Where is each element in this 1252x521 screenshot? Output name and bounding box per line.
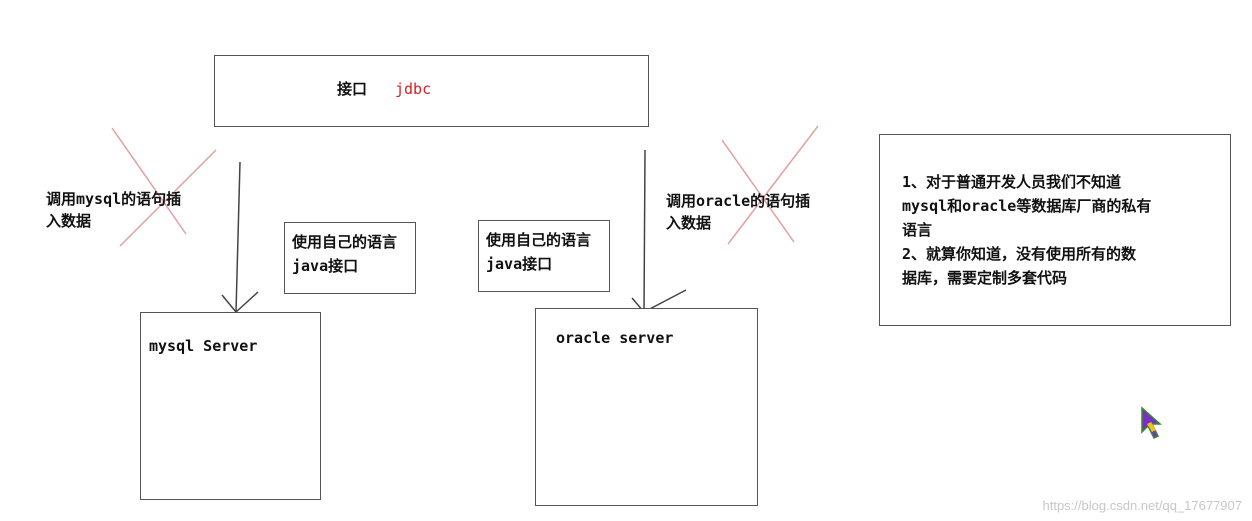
note-line-1: 1、对于普通开发人员我们不知道 — [902, 173, 1122, 191]
left-cross-line-1 — [111, 127, 187, 235]
right-cross-line-2 — [727, 125, 819, 245]
right-java-box: 使用自己的语言 java接口 — [478, 220, 610, 292]
left-cross-line-2 — [119, 149, 217, 247]
interface-label: 接口 — [337, 80, 368, 98]
left-arrow-shaft — [235, 161, 241, 313]
note-line-2: mysql和oracle等数据库厂商的私有 — [902, 197, 1152, 215]
watermark: https://blog.csdn.net/qq_17677907 — [1042, 498, 1243, 513]
right-call-text: 调用oracle的语句插 入数据 — [666, 190, 810, 234]
mysql-server-label: mysql Server — [149, 337, 258, 355]
left-call-line-2: 入数据 — [46, 212, 92, 230]
interface-accent: jdbc — [395, 80, 432, 98]
interface-box: 接口 jdbc — [214, 55, 649, 127]
oracle-server-label: oracle server — [556, 329, 674, 347]
right-cross-line-1 — [721, 139, 795, 243]
oracle-server-box: oracle server — [535, 308, 758, 506]
left-call-line-1: 调用mysql的语句插 — [46, 190, 182, 208]
right-java-line-1: 使用自己的语言 — [486, 231, 592, 249]
right-arrow-shaft — [643, 149, 646, 313]
note-line-4: 2、就算你知道，没有使用所有的数 — [902, 245, 1137, 263]
left-arrow-head-2 — [235, 291, 259, 313]
right-call-line-1: 调用oracle的语句插 — [666, 192, 811, 210]
mysql-server-box: mysql Server — [140, 312, 321, 500]
right-java-line-2: java接口 — [486, 255, 553, 273]
notes-box: 1、对于普通开发人员我们不知道 mysql和oracle等数据库厂商的私有 语言… — [879, 134, 1231, 326]
note-line-3: 语言 — [902, 221, 933, 239]
left-java-line-2: java接口 — [292, 257, 359, 275]
left-java-line-1: 使用自己的语言 — [292, 233, 398, 251]
cursor-icon — [1141, 406, 1162, 440]
right-call-line-2: 入数据 — [666, 214, 712, 232]
left-java-box: 使用自己的语言 java接口 — [284, 222, 416, 294]
left-call-text: 调用mysql的语句插 入数据 — [46, 188, 181, 232]
note-line-5: 据库，需要定制多套代码 — [902, 269, 1068, 287]
left-arrow-head-1 — [221, 294, 237, 313]
